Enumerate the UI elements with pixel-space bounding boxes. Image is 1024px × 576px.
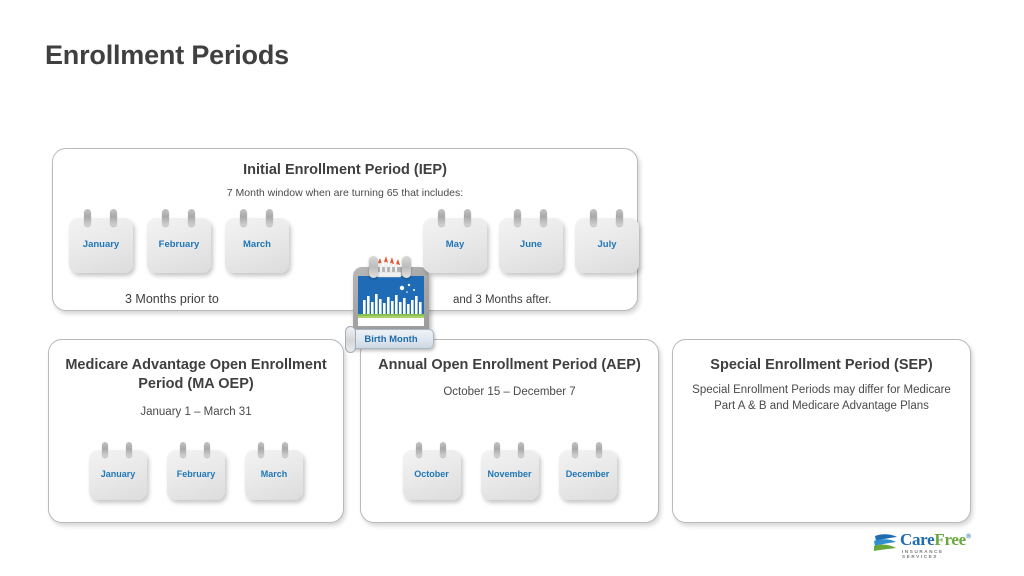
calendar-body xyxy=(89,450,147,500)
calendar-ring-right-icon xyxy=(402,256,411,278)
calendar-icon-february-maoep: February xyxy=(167,442,225,500)
aep-subtitle: October 15 – December 7 xyxy=(443,386,576,399)
calendar-ring-left-icon xyxy=(493,442,500,457)
page-title: Enrollment Periods xyxy=(45,40,289,70)
aep-month-row: October November December xyxy=(361,442,658,500)
calendar-label: March xyxy=(243,239,271,251)
sep-title: Special Enrollment Period (SEP) xyxy=(710,357,933,373)
calendar-ring-left-icon xyxy=(240,209,247,226)
calendar-label: July xyxy=(597,239,617,251)
calendar-label: June xyxy=(519,239,543,251)
calendar-ring-left-icon xyxy=(258,442,264,457)
card-initial-enrollment-period: Initial Enrollment Period (IEP) 7 Month … xyxy=(52,148,639,353)
calendar-icon-june-iep: June xyxy=(499,209,563,273)
calendar-ring-right-icon xyxy=(282,442,288,457)
calendar-ring-right-icon xyxy=(616,209,623,226)
calendar-ring-right-icon xyxy=(517,442,524,457)
calendar-body xyxy=(499,218,563,273)
calendar-body xyxy=(69,218,133,273)
calendar-ring-right-icon xyxy=(266,209,273,226)
calendar-label: May xyxy=(445,239,465,251)
iep-title: Initial Enrollment Period (IEP) xyxy=(243,162,447,178)
iep-caption-prior: 3 Months prior to xyxy=(125,292,219,306)
calendar-ring-right-icon xyxy=(439,442,446,457)
calendar-icon-birth-month: Birth Month xyxy=(345,254,437,354)
iep-month-row: January February March xyxy=(53,205,639,353)
calendar-ring-right-icon xyxy=(540,209,547,226)
calendar-ring-left-icon xyxy=(180,442,186,457)
calendar-icon-november-aep: November xyxy=(480,442,539,500)
calendar-label: March xyxy=(260,469,288,480)
calendar-label: November xyxy=(487,469,532,480)
calendar-ring-left-icon xyxy=(84,209,91,226)
calendar-label: February xyxy=(158,239,200,251)
calendar-body xyxy=(245,450,303,500)
carefree-logo-text: CareFree® xyxy=(900,530,971,550)
sep-subtitle: Special Enrollment Periods may differ fo… xyxy=(692,384,951,413)
calendar-icon-march-iep: March xyxy=(225,209,289,273)
calendar-ring-left-icon xyxy=(438,209,445,226)
calendar-ring-left-icon xyxy=(571,442,578,457)
logo-word-free: Free xyxy=(934,530,966,549)
calendar-ring-left-icon xyxy=(415,442,422,457)
iep-caption-after: and 3 Months after. xyxy=(453,294,552,306)
calendar-icon-february-iep: February xyxy=(147,209,211,273)
calendar-body xyxy=(225,218,289,273)
calendar-icon-december-aep: December xyxy=(558,442,617,500)
calendar-body xyxy=(558,450,617,500)
calendar-icon-july-iep: July xyxy=(575,209,639,273)
maoep-month-row: January February March xyxy=(49,442,343,500)
logo-registered-mark: ® xyxy=(965,532,971,541)
birthday-cake-icon xyxy=(376,256,402,278)
calendar-ring-right-icon xyxy=(595,442,602,457)
calendar-body xyxy=(147,218,211,273)
calendar-ring-right-icon xyxy=(188,209,195,226)
calendar-icon-october-aep: October xyxy=(402,442,461,500)
carefree-leaf-icon xyxy=(874,534,897,551)
logo-word-care: Care xyxy=(900,530,935,549)
carefree-logo: CareFree® INSURANCE SERVICES xyxy=(872,530,976,559)
birth-month-label: Birth Month xyxy=(348,329,434,349)
calendar-ring-left-icon xyxy=(590,209,597,226)
calendar-body xyxy=(167,450,225,500)
calendar-body xyxy=(402,450,461,500)
card-special-enrollment-period: Special Enrollment Period (SEP) Special … xyxy=(672,339,971,523)
calendar-icon-may-iep: May xyxy=(423,209,487,273)
birth-month-photo xyxy=(358,276,424,326)
calendar-icon-march-maoep: March xyxy=(245,442,303,500)
calendar-icon-january-maoep: January xyxy=(89,442,147,500)
card-medicare-advantage-open-enrollment: Medicare Advantage Open Enrollment Perio… xyxy=(48,339,344,523)
calendar-label: October xyxy=(414,469,449,480)
calendar-ring-left-icon xyxy=(102,442,108,457)
calendar-ring-right-icon xyxy=(110,209,117,226)
calendar-ring-left-icon xyxy=(369,256,378,278)
card-annual-open-enrollment-period: Annual Open Enrollment Period (AEP) Octo… xyxy=(360,339,659,523)
calendar-ring-right-icon xyxy=(464,209,471,226)
calendar-body xyxy=(575,218,639,273)
calendar-icon-january-iep: January xyxy=(69,209,133,273)
birth-banner-clip xyxy=(345,326,356,353)
calendar-ring-right-icon xyxy=(126,442,132,457)
calendar-ring-left-icon xyxy=(514,209,521,226)
calendar-label: January xyxy=(100,469,136,480)
maoep-subtitle: January 1 – March 31 xyxy=(140,405,252,418)
calendar-body xyxy=(480,450,539,500)
maoep-title: Medicare Advantage Open Enrollment Perio… xyxy=(65,357,327,393)
iep-subtitle: 7 Month window when are turning 65 that … xyxy=(226,187,464,200)
calendar-label: January xyxy=(82,239,120,251)
calendar-ring-right-icon xyxy=(204,442,210,457)
calendar-body xyxy=(423,218,487,273)
carefree-logo-tagline: INSURANCE SERVICES xyxy=(902,549,944,559)
calendar-label: December xyxy=(565,469,610,480)
calendar-ring-left-icon xyxy=(162,209,169,226)
calendar-label: February xyxy=(176,469,216,480)
aep-title: Annual Open Enrollment Period (AEP) xyxy=(378,357,641,373)
